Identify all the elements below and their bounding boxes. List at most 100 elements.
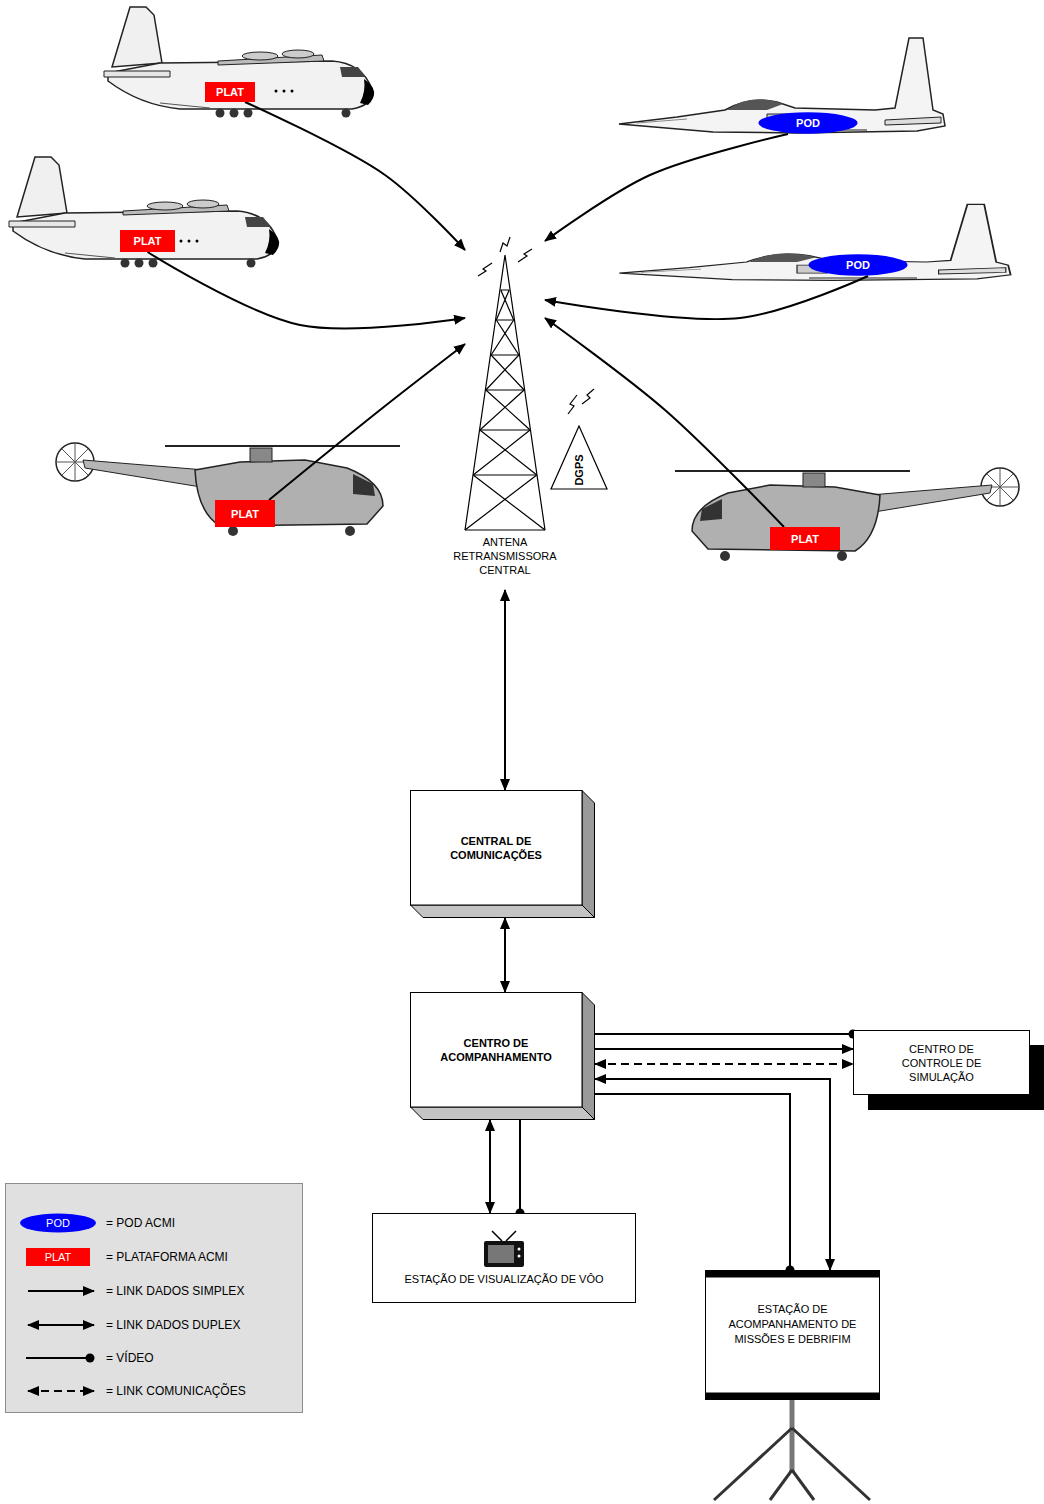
video-link — [595, 1033, 853, 1035]
debrief-screen: ESTAÇÃO DE ACOMPANHAMENTO DE MISSÕES E D… — [705, 1270, 880, 1400]
legend-sample — [14, 1314, 102, 1336]
legend-line — [26, 1357, 90, 1359]
data-link — [269, 344, 465, 500]
box-3d-outline — [411, 905, 595, 918]
antenna-tower — [465, 290, 545, 530]
legend-line — [28, 1324, 94, 1326]
data-link — [545, 318, 784, 527]
helicopter — [675, 468, 1019, 561]
radio-waves — [518, 249, 532, 262]
legend-text: = LINK DADOS SIMPLEX — [106, 1280, 302, 1302]
pod-ellipse — [759, 112, 858, 134]
tv-icon — [472, 1230, 536, 1268]
legend-text: = LINK COMUNICAÇÕES — [106, 1380, 302, 1402]
node-label: POD — [796, 116, 820, 130]
center-box: CENTRO DE ACOMPANHAMENTO — [410, 992, 595, 1120]
node-label: PLAT — [134, 234, 162, 248]
acmi-platform-box: PLAT — [770, 527, 840, 550]
acmi-pod-ellipse: POD — [808, 254, 908, 276]
legend-text: = LINK DADOS DUPLEX — [106, 1314, 302, 1336]
box-3d-outline — [411, 791, 583, 906]
radio-waves — [582, 389, 594, 404]
c130-aircraft — [104, 7, 374, 118]
tv-icon — [518, 1248, 521, 1251]
node-label: ESTAÇÃO DE ACOMPANHAMENTO DE MISSÕES E D… — [718, 1302, 868, 1347]
antenna-tower — [465, 255, 545, 530]
acmi-platform-box: PLAT — [215, 500, 275, 527]
box-3d-outline — [582, 791, 595, 918]
box-face: CENTRO DE ACOMPANHAMENTO — [410, 992, 582, 1107]
acmi-platform-box: PLAT — [205, 82, 255, 102]
swatch-label: POD — [46, 1216, 70, 1230]
data-link — [545, 276, 868, 319]
tv-icon — [492, 1231, 516, 1241]
center-box: CENTRAL DE COMUNICAÇÕES — [410, 790, 595, 918]
legend-row: = LINK COMUNICAÇÕES — [6, 1380, 302, 1402]
dgps-triangle — [551, 426, 607, 489]
flight-view-station: ESTAÇÃO DE VISUALIZAÇÃO DE VÔO — [372, 1213, 636, 1303]
legend-sample — [14, 1347, 102, 1369]
data-link — [595, 1048, 853, 1050]
pod-ellipse — [809, 254, 908, 276]
screen-caption: ESTAÇÃO DE ACOMPANHAMENTO DE MISSÕES E D… — [705, 1270, 880, 1347]
box-3d-outline — [411, 1107, 595, 1120]
projection-screen — [705, 1393, 880, 1400]
acmi-platform-box: PLAT — [120, 230, 175, 252]
box-face: CENTRAL DE COMUNICAÇÕES — [410, 790, 582, 905]
node-label: PLAT — [216, 85, 244, 99]
node-label: POD — [846, 258, 870, 272]
node-label: CENTRAL DE COMUNICAÇÕES — [434, 834, 559, 862]
tv-icon — [488, 1245, 514, 1263]
communication-link — [595, 1063, 853, 1065]
video-link — [519, 1120, 521, 1213]
antenna-tower — [465, 255, 545, 530]
legend-panel: = POD ACMIPOD= PLATAFORMA ACMIPLAT= LINK… — [5, 1183, 303, 1413]
radio-waves — [478, 263, 492, 276]
legend-text: = PLATAFORMA ACMI — [106, 1246, 302, 1268]
radio-waves — [500, 237, 510, 252]
box-3d-outline — [411, 993, 583, 1108]
node-label: ESTAÇÃO DE VISUALIZAÇÃO DE VÔO — [404, 1272, 603, 1286]
tv-icon — [518, 1255, 521, 1258]
projection-screen — [706, 1277, 880, 1393]
node-label: DGPS — [572, 454, 586, 485]
swatch-label-holder: PLAT — [14, 1246, 102, 1268]
legend-row: = POD ACMIPOD — [6, 1212, 302, 1234]
box-3d-outline — [582, 993, 595, 1120]
legend-row: = PLATAFORMA ACMIPLAT — [6, 1246, 302, 1268]
antenna-tower — [465, 290, 545, 530]
dgps-triangle: DGPS — [550, 425, 608, 490]
legend-line — [28, 1390, 94, 1392]
tv-icon — [484, 1241, 524, 1267]
projection-screen — [705, 1270, 880, 1277]
legend-sample — [14, 1380, 102, 1402]
data-link — [504, 590, 506, 790]
connectors — [148, 102, 869, 1270]
data-link — [489, 1120, 491, 1213]
legend-swatch — [26, 1248, 90, 1266]
legend-row: = LINK DADOS SIMPLEX — [6, 1280, 302, 1302]
acmi-pod-ellipse: POD — [758, 112, 858, 134]
swatch-label-holder: POD — [14, 1212, 102, 1234]
node-label: PLAT — [791, 532, 819, 546]
legend-text: = VÍDEO — [106, 1347, 302, 1369]
screen-tripod — [714, 1400, 870, 1500]
legend-sample — [14, 1280, 102, 1302]
f5-fighter — [619, 38, 945, 133]
screen-tripod — [714, 1428, 870, 1500]
antenna-caption: ANTENA RETRANSMISSORA CENTRAL — [445, 535, 565, 577]
node-label: PLAT — [231, 507, 259, 521]
c130-aircraft — [9, 157, 279, 268]
data-link — [148, 252, 466, 328]
helicopter — [56, 443, 400, 536]
legend-row: = LINK DADOS DUPLEX — [6, 1314, 302, 1336]
node-label: CENTRO DE ACOMPANHAMENTO — [434, 1036, 559, 1064]
relay-antenna: ANTENA RETRANSMISSORA CENTRAL — [465, 235, 545, 590]
node-label: ANTENA RETRANSMISSORA CENTRAL — [447, 535, 563, 577]
radio-waves — [568, 395, 577, 414]
dgps-caption: DGPS — [572, 454, 586, 485]
screen-tripod — [790, 1400, 795, 1472]
node-label: CENTRO DE CONTROLE DE SIMULAÇÃO — [894, 1042, 989, 1084]
simulation-control-box: CENTRO DE CONTROLE DE SIMULAÇÃO — [853, 1030, 1030, 1095]
data-link — [245, 102, 465, 250]
